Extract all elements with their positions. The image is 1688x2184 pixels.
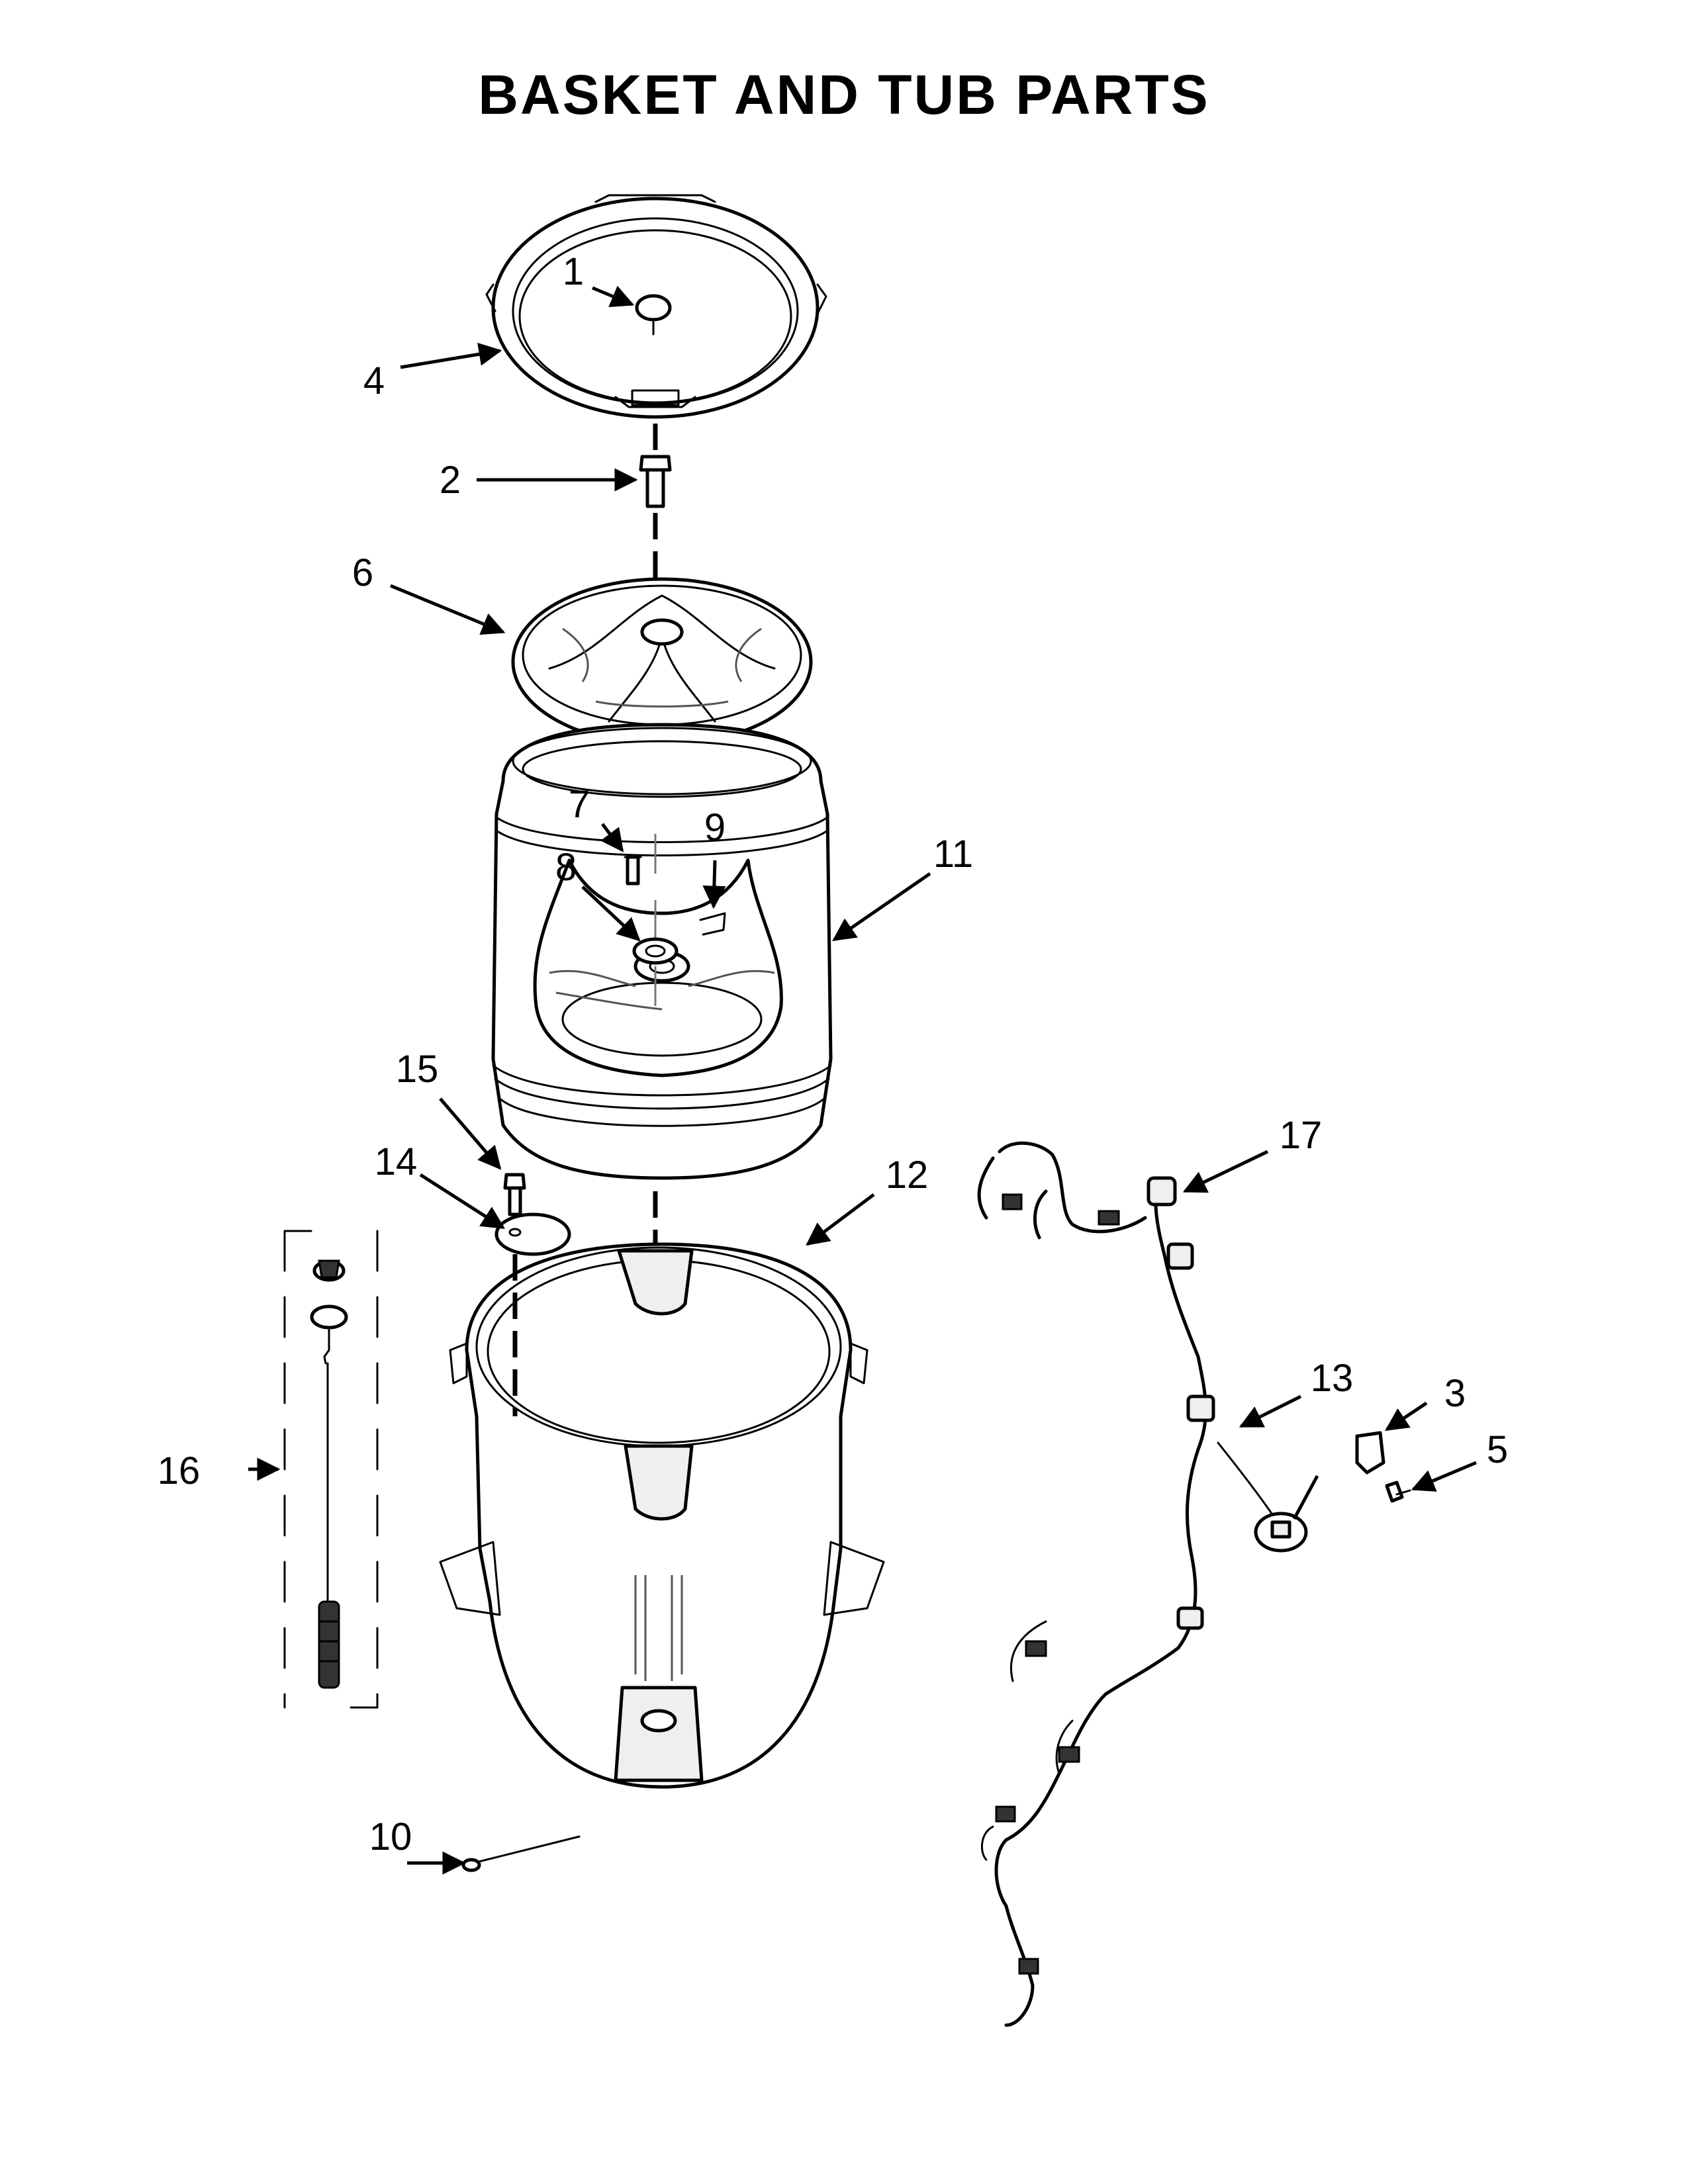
callout-10: 10: [369, 1815, 412, 1858]
part-12-outer-tub: [439, 1191, 885, 1789]
part-14-plate: [494, 1212, 571, 1416]
callout-3: 3: [1444, 1372, 1466, 1415]
part-15-bolt: [503, 1173, 526, 1216]
part-1-cap: [635, 294, 672, 336]
callout-1: 1: [563, 250, 584, 293]
callout-7: 7: [569, 783, 590, 826]
part-8-hub: [632, 834, 679, 1013]
part-10-sensor: [461, 1835, 581, 1872]
callout-12: 12: [886, 1154, 929, 1197]
callout-9: 9: [704, 806, 726, 849]
part-17-wire-harness: [977, 1141, 1279, 2027]
callout-labels: 1 2 3 4 5 6 7 8 9 10 11 12 13 14 15 16 1…: [158, 250, 1508, 1858]
part-16-suspension-rod: [283, 1230, 379, 1709]
part-2-bolt: [639, 424, 672, 589]
callout-5: 5: [1487, 1428, 1508, 1471]
part-6-impeller: [511, 577, 813, 747]
callout-2: 2: [440, 459, 461, 502]
callout-15: 15: [396, 1048, 439, 1091]
callout-4: 4: [363, 359, 385, 402]
part-7-screw: [624, 855, 642, 886]
callout-6: 6: [352, 551, 373, 594]
part-13-connector: [1254, 1512, 1308, 1553]
part-3-clamp: [1355, 1431, 1385, 1475]
callout-17: 17: [1280, 1114, 1323, 1157]
callout-16: 16: [158, 1449, 201, 1492]
callout-13: 13: [1311, 1357, 1354, 1400]
diagram-title: BASKET AND TUB PARTS: [478, 64, 1210, 126]
callout-14: 14: [375, 1140, 418, 1183]
leader-lines: [248, 285, 1477, 1875]
part-9-clip: [699, 912, 726, 936]
callout-11: 11: [933, 833, 973, 876]
callout-8: 8: [555, 846, 577, 889]
part-5-screw: [1385, 1480, 1411, 1503]
